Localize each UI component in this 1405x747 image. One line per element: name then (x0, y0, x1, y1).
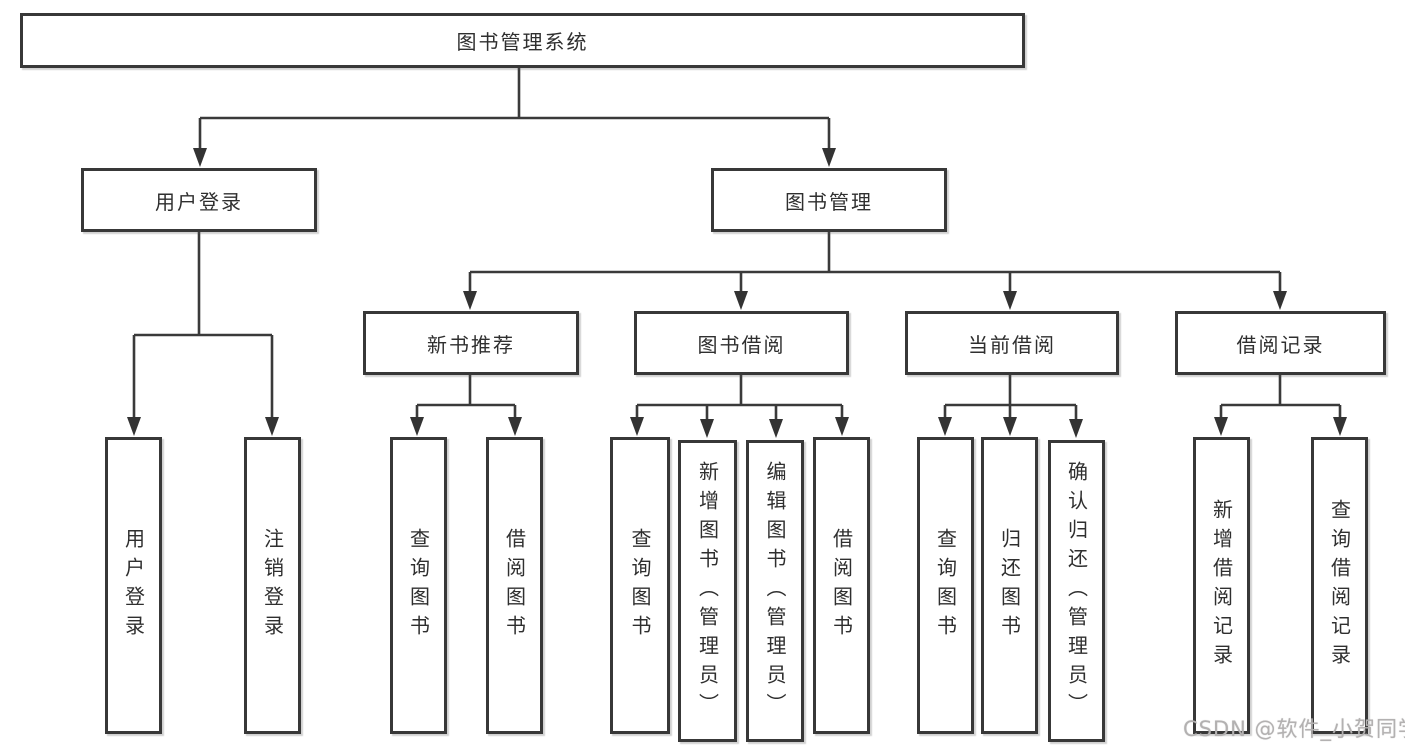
node-label: 查询图书 (628, 527, 652, 644)
connector-book-borrow-children (635, 375, 844, 421)
node-label: 归还图书 (997, 527, 1022, 644)
node-label: 确认归还（管理员） (1064, 460, 1089, 722)
arrow-down-icon (769, 419, 783, 438)
node-label: 图书管理系统 (456, 30, 589, 54)
node-leaf-user-login: 用户登录 (105, 437, 162, 734)
node-label: 用户登录 (155, 189, 243, 214)
node-leaf-edit-book-admin: 编辑图书（管理员） (746, 440, 804, 742)
node-user-login: 用户登录 (81, 168, 317, 232)
node-leaf-confirm-return-admin: 确认归还（管理员） (1048, 440, 1105, 742)
node-label: 借阅图书 (829, 527, 854, 644)
node-borrow-record: 借阅记录 (1175, 311, 1386, 375)
node-label: 注销登录 (260, 527, 285, 644)
csdn-watermark: CSDN @软件_小贺同学 (1183, 717, 1405, 741)
node-leaf-query-book: 查询图书 (610, 437, 670, 734)
arrow-down-icon (835, 417, 849, 436)
arrow-down-icon (1069, 419, 1083, 438)
connector-user-login-children (132, 232, 274, 419)
node-label: 借阅图书 (502, 527, 527, 644)
node-label: 查询图书 (406, 527, 431, 644)
node-label: 当前借阅 (968, 332, 1056, 357)
node-label: 编辑图书（管理员） (763, 460, 787, 722)
arrow-down-icon (127, 417, 141, 436)
arrow-down-icon (938, 417, 952, 436)
node-leaf-logout: 注销登录 (244, 437, 301, 734)
node-label: 图书借阅 (697, 332, 786, 357)
node-leaf-borrow-book: 借阅图书 (813, 437, 870, 734)
node-label: 新书推荐 (427, 332, 515, 357)
arrow-down-icon (463, 291, 477, 310)
arrow-down-icon (734, 291, 748, 310)
arrow-down-icon (700, 419, 714, 438)
arrow-down-icon (630, 417, 644, 436)
node-label: 图书管理 (785, 189, 873, 214)
node-label: 用户登录 (121, 527, 146, 644)
node-leaf-add-book-admin: 新增图书（管理员） (678, 440, 737, 742)
connector-root-to-level2 (198, 68, 831, 151)
node-current-borrow: 当前借阅 (905, 311, 1119, 375)
node-label: 查询图书 (933, 527, 958, 644)
node-leaf-return-book: 归还图书 (981, 437, 1038, 734)
arrow-down-icon (822, 148, 836, 167)
node-label: 新增图书（管理员） (695, 460, 720, 722)
node-leaf-query-book: 查询图书 (917, 437, 974, 734)
node-leaf-add-borrow-record: 新增借阅记录 (1193, 437, 1250, 734)
node-book-management: 图书管理 (711, 168, 947, 232)
connector-current-borrow-children (943, 375, 1078, 421)
node-label: 查询借阅记录 (1327, 498, 1352, 673)
arrow-down-icon (1003, 417, 1017, 436)
arrow-down-icon (508, 417, 522, 436)
arrow-down-icon (1273, 291, 1287, 310)
node-leaf-query-borrow-record: 查询借阅记录 (1311, 437, 1368, 734)
node-leaf-query-book: 查询图书 (390, 437, 447, 734)
connector-borrow-record-children (1219, 375, 1342, 419)
node-book-borrow: 图书借阅 (634, 311, 849, 375)
arrow-down-icon (1214, 417, 1228, 436)
arrow-down-icon (1003, 291, 1017, 310)
arrow-down-icon (410, 417, 424, 436)
node-leaf-borrow-book: 借阅图书 (486, 437, 543, 734)
node-new-book-recommend: 新书推荐 (363, 311, 579, 375)
arrow-down-icon (1333, 417, 1347, 436)
connector-new-book-recommend-children (415, 375, 517, 419)
arrow-down-icon (265, 417, 279, 436)
node-root-library-system: 图书管理系统 (20, 13, 1025, 68)
connector-book-management-children (468, 232, 1282, 293)
node-label: 新增借阅记录 (1209, 498, 1234, 673)
arrow-down-icon (193, 148, 207, 167)
node-label: 借阅记录 (1236, 332, 1325, 357)
